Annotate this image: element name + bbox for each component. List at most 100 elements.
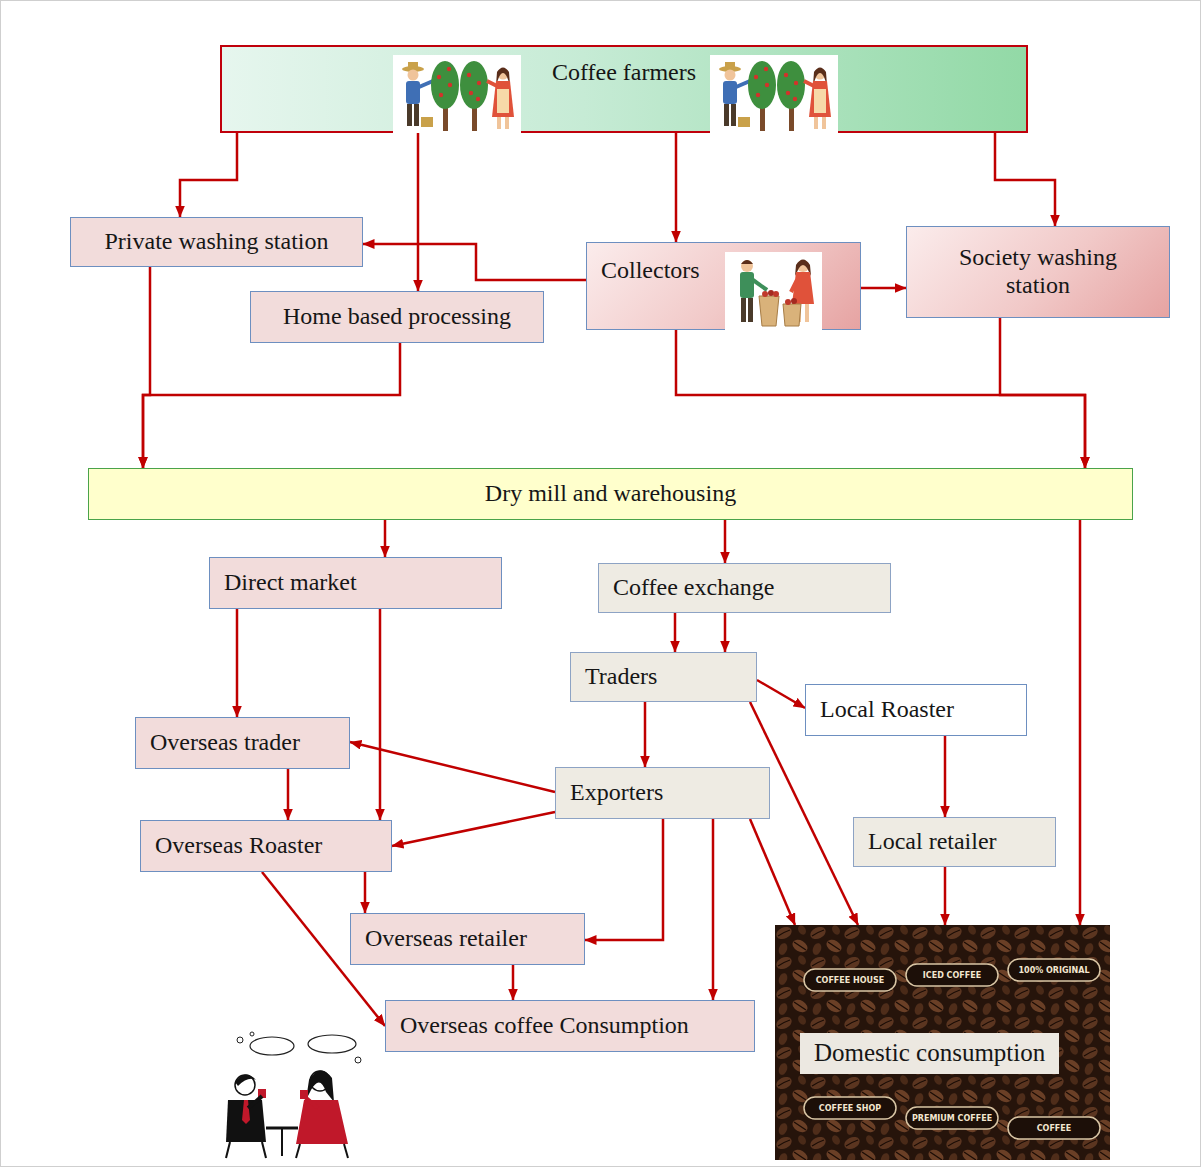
node-label: Home based processing bbox=[283, 303, 511, 331]
badge-text: COFFEE HOUSE bbox=[816, 976, 885, 985]
illustration-part bbox=[250, 1037, 294, 1055]
illustration-part bbox=[805, 304, 809, 322]
badge-text: ICED COFFEE bbox=[923, 971, 981, 980]
illustration-part bbox=[250, 1032, 254, 1036]
process-box: Exporters bbox=[555, 767, 770, 819]
flow-arrow bbox=[143, 267, 150, 468]
illustration-part bbox=[725, 252, 822, 330]
illustration-part bbox=[262, 1142, 266, 1158]
flow-arrow bbox=[379, 609, 382, 820]
illustration-part bbox=[748, 298, 753, 322]
people-drinking-illustration bbox=[226, 1032, 361, 1158]
process-box: Local retailer bbox=[853, 817, 1056, 867]
illustration-part bbox=[740, 272, 754, 298]
process-box: Direct market bbox=[209, 557, 502, 609]
illustration-part bbox=[266, 1127, 298, 1130]
illustration-part bbox=[235, 1074, 256, 1086]
flow-arrow bbox=[384, 520, 387, 557]
node-label: Exporters bbox=[570, 779, 663, 807]
illustration-part bbox=[296, 1100, 348, 1144]
illustration-part bbox=[804, 969, 896, 991]
illustration-part bbox=[1008, 959, 1100, 981]
illustration-part bbox=[226, 1142, 230, 1158]
illustration-part bbox=[304, 1096, 318, 1108]
flow-arrow bbox=[676, 330, 1085, 468]
illustration-part bbox=[791, 298, 797, 304]
process-box: Collectors bbox=[586, 242, 861, 330]
process-box: Society washing station bbox=[906, 226, 1170, 318]
illustration-part bbox=[773, 291, 779, 297]
node-label: Domestic consumption bbox=[800, 1033, 1059, 1074]
process-box: Overseas retailer bbox=[350, 913, 585, 965]
process-box: Traders bbox=[570, 652, 757, 702]
process-box: Coffee exchange bbox=[598, 563, 891, 613]
illustration-part bbox=[741, 260, 753, 272]
flow-arrow bbox=[1000, 318, 1085, 468]
node-label: Dry mill and warehousing bbox=[485, 480, 736, 508]
illustration-part bbox=[741, 298, 746, 322]
node-label: Private washing station bbox=[105, 228, 329, 256]
illustration-part bbox=[296, 1144, 300, 1158]
illustration-part bbox=[344, 1144, 348, 1158]
badge-text: PREMIUM COFFEE bbox=[912, 1114, 992, 1123]
process-box: Overseas coffee Consumption bbox=[385, 1000, 755, 1052]
illustration-part bbox=[226, 1100, 266, 1142]
process-band: Dry mill and warehousing bbox=[88, 468, 1133, 520]
illustration-part bbox=[775, 925, 1110, 1160]
node-label: Direct market bbox=[224, 569, 357, 597]
flow-arrow bbox=[512, 965, 515, 1000]
badge-text: 100% ORIGINAL bbox=[1019, 966, 1090, 975]
illustration-part bbox=[281, 1128, 283, 1156]
process-box: Overseas Roaster bbox=[140, 820, 392, 872]
process-box: Private washing station bbox=[70, 217, 363, 267]
farmer-illustration bbox=[393, 55, 521, 133]
illustration-part bbox=[306, 1070, 334, 1102]
flow-arrow bbox=[363, 244, 586, 280]
illustration-part bbox=[797, 304, 801, 322]
node-label: Coffee exchange bbox=[613, 574, 774, 602]
node-label: Overseas trader bbox=[150, 729, 300, 757]
badge-text: COFFEE bbox=[1037, 1124, 1072, 1133]
illustration-part bbox=[308, 1035, 356, 1053]
illustration-part bbox=[248, 1096, 262, 1108]
node-label: Society washing station bbox=[927, 244, 1149, 299]
collectors-illustration bbox=[725, 252, 822, 330]
illustration-part bbox=[768, 290, 774, 296]
flow-arrow bbox=[944, 867, 947, 925]
illustration-part bbox=[906, 1107, 998, 1129]
flow-arrow bbox=[750, 819, 795, 925]
node-label: Overseas Roaster bbox=[155, 832, 322, 860]
flow-arrow bbox=[180, 133, 237, 217]
badge-text: COFFEE SHOP bbox=[819, 1104, 881, 1113]
illustration-part bbox=[762, 291, 768, 297]
illustration-part bbox=[300, 1090, 308, 1099]
illustration-part bbox=[791, 280, 797, 292]
illustration-part bbox=[795, 260, 811, 277]
process-box: Local Roaster bbox=[805, 684, 1027, 736]
flow-arrow bbox=[995, 133, 1055, 226]
flow-arrow bbox=[674, 613, 677, 652]
illustration-part bbox=[741, 260, 753, 264]
flow-arrow bbox=[1079, 520, 1082, 925]
illustration-part bbox=[797, 260, 809, 272]
illustration-part bbox=[785, 299, 791, 305]
source-band: Coffee farmers bbox=[220, 45, 1028, 133]
illustration-part bbox=[258, 1089, 266, 1098]
process-box: Home based processing bbox=[250, 291, 544, 343]
illustration-part bbox=[242, 1100, 250, 1124]
node-label: Local retailer bbox=[868, 828, 997, 856]
flow-arrow bbox=[287, 769, 290, 820]
node-label: Local Roaster bbox=[820, 696, 954, 724]
illustration-part bbox=[792, 272, 814, 304]
node-label: Coffee farmers bbox=[552, 59, 696, 87]
flow-arrow bbox=[585, 819, 663, 940]
illustration-part bbox=[237, 1037, 243, 1043]
illustration-part bbox=[906, 964, 998, 986]
process-box: Overseas trader bbox=[135, 717, 350, 769]
flow-arrow bbox=[712, 819, 715, 1000]
flow-arrow bbox=[143, 343, 400, 468]
illustration-part bbox=[310, 1071, 330, 1091]
illustration-part bbox=[783, 304, 801, 326]
